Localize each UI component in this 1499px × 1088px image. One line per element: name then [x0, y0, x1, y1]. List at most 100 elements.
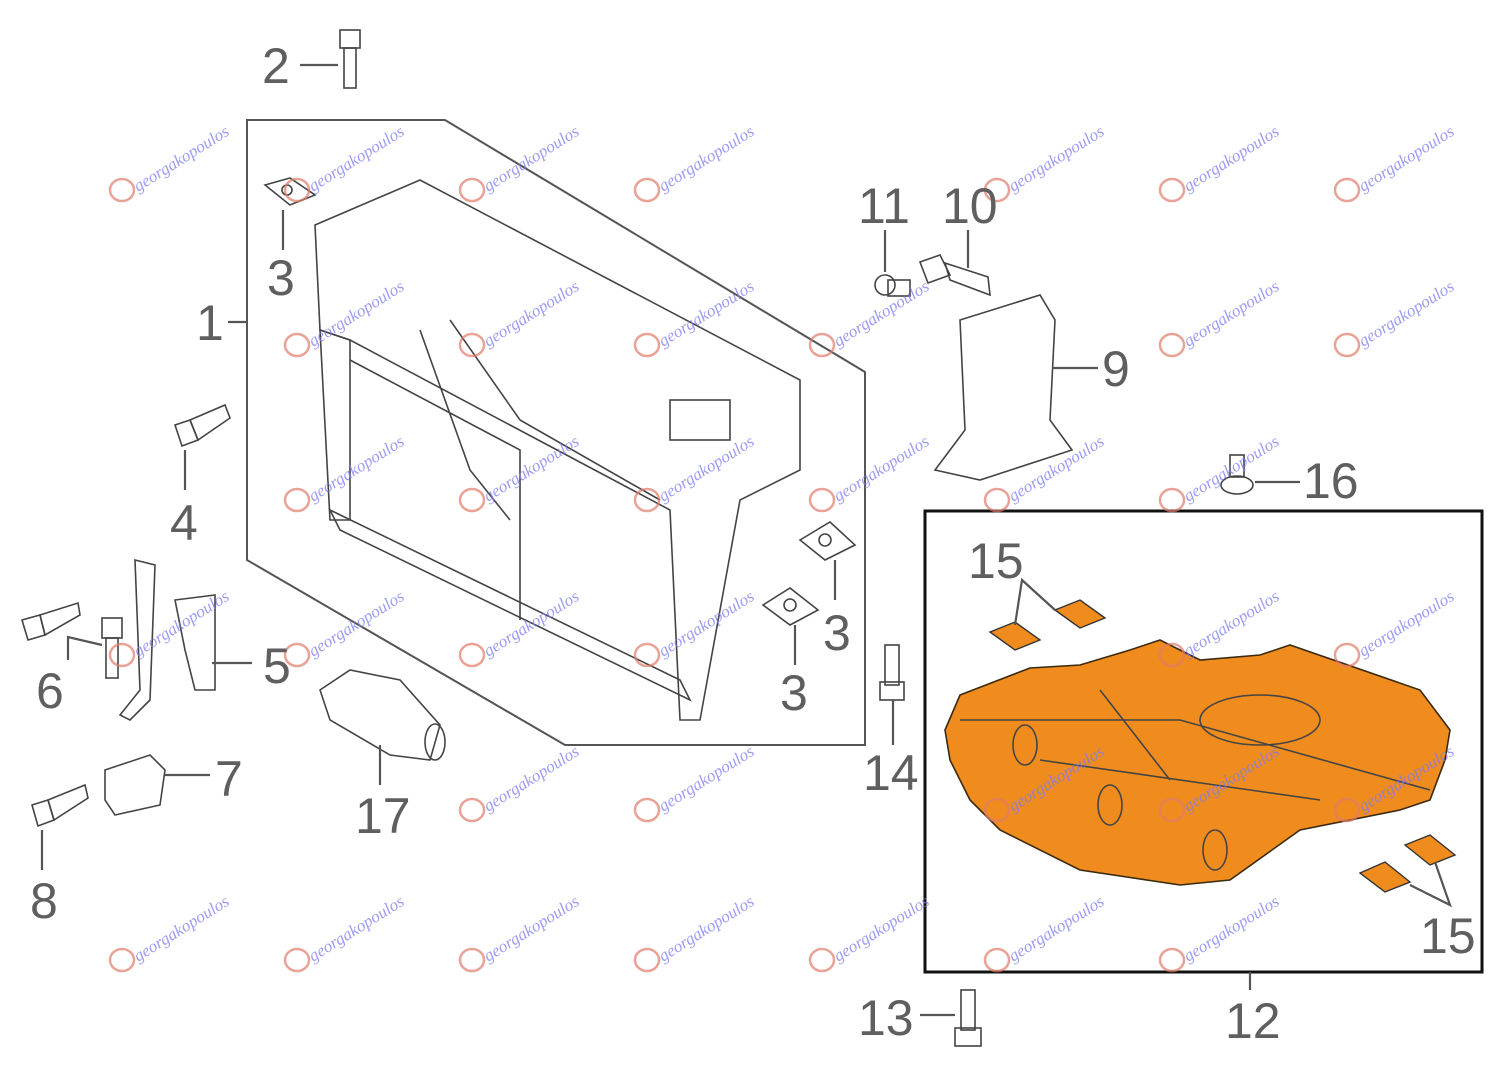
callout-1: 1	[196, 295, 224, 351]
watermark-logo-icon	[1158, 487, 1186, 513]
callout-10: 10	[942, 178, 998, 234]
bolt-6	[20, 601, 123, 679]
bracket-7	[104, 754, 166, 816]
callout-3: 3	[780, 665, 808, 721]
watermark: georgakopoulos	[458, 431, 583, 513]
watermark-logo-icon	[983, 947, 1011, 973]
watermark-logo-icon	[108, 947, 136, 973]
watermark-text: georgakopoulos	[1180, 121, 1283, 195]
watermark-text: georgakopoulos	[655, 276, 758, 350]
watermark-text: georgakopoulos	[1005, 121, 1108, 195]
sensor-17	[319, 669, 446, 761]
watermark: georgakopoulos	[1333, 586, 1458, 668]
bolt-13	[954, 989, 982, 1047]
clip-3b	[798, 521, 857, 561]
watermark-text: georgakopoulos	[1355, 586, 1458, 660]
watermark-logo-icon	[633, 797, 661, 823]
clip-3c	[761, 587, 820, 626]
watermark-logo-icon	[283, 177, 311, 203]
watermark: georgakopoulos	[1158, 891, 1283, 973]
clips-15	[988, 599, 1457, 893]
watermark: georgakopoulos	[1333, 276, 1458, 358]
undercover-details	[960, 689, 1431, 871]
watermark-text: georgakopoulos	[1005, 431, 1108, 505]
watermark-text: georgakopoulos	[480, 431, 583, 505]
callout-4: 4	[170, 495, 198, 551]
deflector-9	[933, 294, 1074, 481]
watermark: georgakopoulos	[633, 586, 758, 668]
watermark: georgakopoulos	[633, 431, 758, 513]
callout-2: 2	[262, 38, 290, 94]
watermark: georgakopoulos	[458, 891, 583, 973]
watermark: georgakopoulos	[983, 121, 1108, 203]
watermark-logo-icon	[1333, 177, 1361, 203]
watermark-logo-icon	[633, 947, 661, 973]
watermark-logo-icon	[458, 332, 486, 358]
watermark-logo-icon	[283, 947, 311, 973]
watermark-logo-icon	[108, 642, 136, 668]
watermark-logo-icon	[1158, 177, 1186, 203]
watermark: georgakopoulos	[983, 431, 1108, 513]
radiator-support-group-outline	[246, 119, 866, 746]
watermark-logo-icon	[808, 947, 836, 973]
watermark: georgakopoulos	[983, 891, 1108, 973]
watermark: georgakopoulos	[1333, 121, 1458, 203]
watermark-text: georgakopoulos	[1180, 586, 1283, 660]
watermark-logo-icon	[633, 177, 661, 203]
callout-9: 9	[1102, 341, 1130, 397]
watermark-text: georgakopoulos	[655, 586, 758, 660]
watermark-text: georgakopoulos	[1355, 276, 1458, 350]
watermark-text: georgakopoulos	[480, 121, 583, 195]
callout-labels: 2 3 1 4 6 5 7 8 17 3 3 14 11 10 9 16 15 …	[30, 38, 1476, 1049]
watermark: georgakopoulos	[283, 586, 408, 668]
watermark: georgakopoulos	[1158, 276, 1283, 358]
watermark-logo-icon	[1158, 947, 1186, 973]
watermark-text: georgakopoulos	[305, 891, 408, 965]
watermark-logo-icon	[633, 487, 661, 513]
bracket-5	[118, 558, 216, 721]
bolt-4	[173, 403, 231, 448]
watermark: georgakopoulos	[283, 121, 408, 203]
watermark-text: georgakopoulos	[830, 891, 933, 965]
callout-6: 6	[36, 663, 64, 719]
engine-undercover-12	[944, 639, 1451, 886]
callout-15: 15	[1420, 908, 1476, 964]
watermark-logo-icon	[458, 797, 486, 823]
watermark-logo-icon	[283, 487, 311, 513]
callout-11: 11	[858, 178, 910, 234]
watermark-text: georgakopoulos	[480, 276, 583, 350]
watermark-text: georgakopoulos	[305, 431, 408, 505]
watermark: georgakopoulos	[808, 276, 933, 358]
callout-14: 14	[863, 745, 919, 801]
radiator-support-frame	[314, 179, 801, 721]
watermark-text: georgakopoulos	[130, 891, 233, 965]
watermark-logo-icon	[458, 487, 486, 513]
watermark: georgakopoulos	[458, 121, 583, 203]
callout-16: 16	[1303, 453, 1359, 509]
watermark-logo-icon	[983, 797, 1011, 823]
clip-16	[1220, 454, 1254, 495]
watermark: georgakopoulos	[283, 431, 408, 513]
callout-13: 13	[858, 990, 914, 1046]
callout-3: 3	[267, 250, 295, 306]
callout-7: 7	[215, 751, 243, 807]
watermark-logo-icon	[108, 177, 136, 203]
watermark-text: georgakopoulos	[830, 431, 933, 505]
watermark-text: georgakopoulos	[1180, 276, 1283, 350]
watermark-text: georgakopoulos	[1005, 891, 1108, 965]
watermark: georgakopoulos	[633, 741, 758, 823]
watermark: georgakopoulos	[808, 431, 933, 513]
bolt-10	[918, 254, 991, 297]
watermark: georgakopoulos	[633, 276, 758, 358]
callout-17: 17	[355, 788, 411, 844]
watermark: georgakopoulos	[108, 121, 233, 203]
bolt-2	[339, 29, 361, 89]
watermark-text: georgakopoulos	[130, 121, 233, 195]
watermark: georgakopoulos	[458, 741, 583, 823]
watermark: georgakopoulos	[458, 276, 583, 358]
watermark-logo-icon	[1158, 332, 1186, 358]
watermark-logo-icon	[1333, 332, 1361, 358]
watermark-text: georgakopoulos	[305, 586, 408, 660]
